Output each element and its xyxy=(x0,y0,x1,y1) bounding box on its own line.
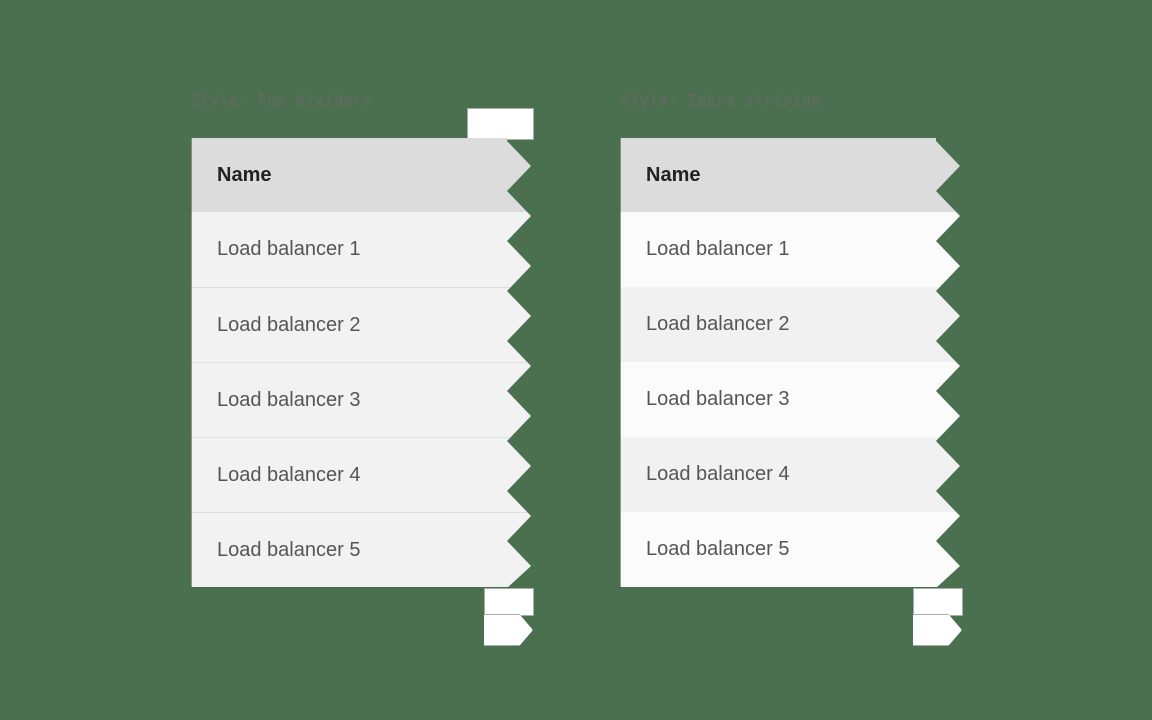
table-row[interactable]: Load balancer 3 xyxy=(191,362,531,437)
table-left-edge xyxy=(191,138,192,588)
table-row[interactable]: Load balancer 2 xyxy=(620,287,960,362)
table-row[interactable]: Load balancer 2 xyxy=(191,287,531,362)
table-body-row-dividers: Name Load balancer 1 Load balancer 2 Loa… xyxy=(191,138,531,588)
bottom-tab-zebra-striping xyxy=(913,588,963,616)
table-row[interactable]: Load balancer 4 xyxy=(620,437,960,512)
top-tab-row-dividers xyxy=(467,108,534,140)
table-zebra-striping: Name Load balancer 1 Load balancer 2 Loa… xyxy=(620,138,965,588)
bottom-tab-arrow-row-dividers xyxy=(484,614,533,646)
table-body-zebra-striping: Name Load balancer 1 Load balancer 2 Loa… xyxy=(620,138,960,588)
caption-zebra-striping: Style: Zebra striping xyxy=(621,91,822,109)
column-header-name: Name xyxy=(620,138,960,212)
bottom-tab-row-dividers xyxy=(484,588,534,616)
table-row[interactable]: Load balancer 4 xyxy=(191,437,531,512)
column-header-name: Name xyxy=(191,138,531,212)
table-row[interactable]: Load balancer 5 xyxy=(191,512,531,587)
table-left-edge xyxy=(620,138,621,588)
caption-row-dividers: Style: Row dividers xyxy=(191,91,373,109)
table-row[interactable]: Load balancer 3 xyxy=(620,362,960,437)
bottom-tab-arrow-zebra-striping xyxy=(913,614,962,646)
table-row-dividers: Name Load balancer 1 Load balancer 2 Loa… xyxy=(191,138,536,588)
table-row[interactable]: Load balancer 5 xyxy=(620,512,960,587)
table-row[interactable]: Load balancer 1 xyxy=(191,212,531,287)
table-row[interactable]: Load balancer 1 xyxy=(620,212,960,287)
